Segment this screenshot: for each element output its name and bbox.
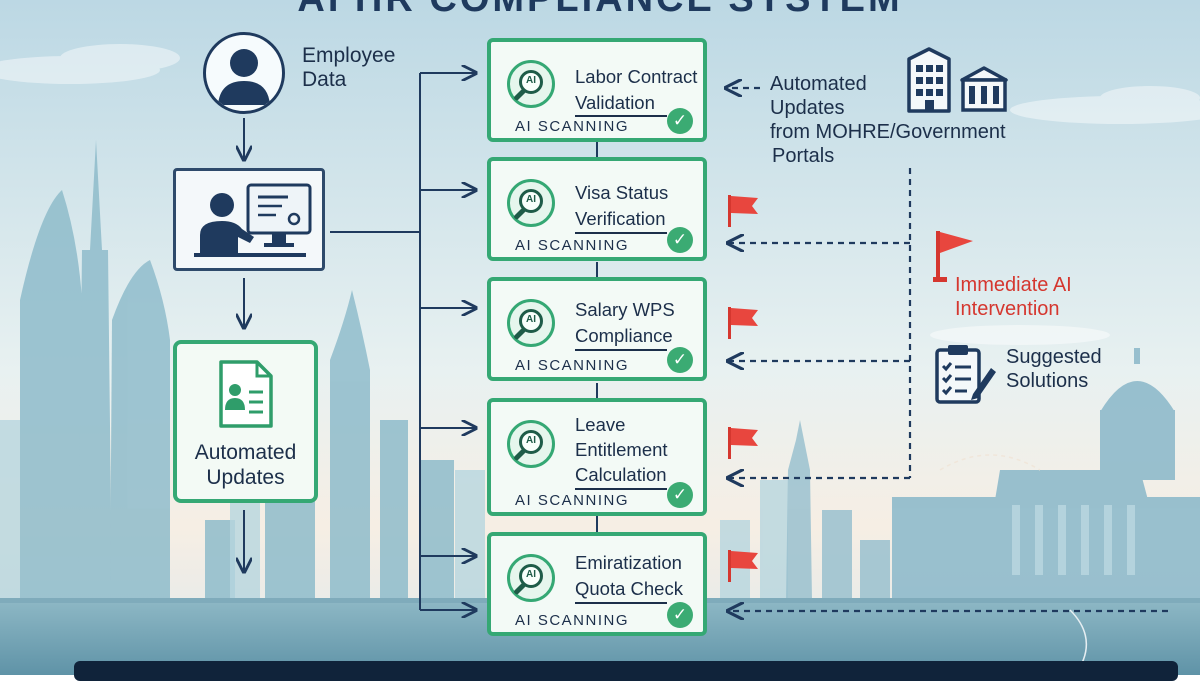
title-underline: [575, 602, 667, 604]
check-title-line3: Calculation: [575, 464, 667, 485]
check-title-line2: Quota Check: [575, 578, 683, 599]
check-card-title: Leave Entitlement Calculation: [575, 412, 707, 487]
checkmark-icon: ✓: [667, 227, 693, 253]
government-building-icon: [960, 66, 1008, 112]
check-title-line1: Leave: [575, 414, 626, 435]
ai-scan-icon: AI: [507, 554, 555, 602]
ai-scan-icon: AI: [507, 179, 555, 227]
check-title-line2: Compliance: [575, 325, 673, 346]
ai-scanning-label: AI SCANNING: [515, 237, 630, 254]
check-card-title: Emiratization Quota Check: [575, 550, 707, 602]
automated-updates-label: Automated Updates: [177, 440, 314, 490]
check-card-title: Salary WPS Compliance: [575, 297, 707, 349]
title-underline: [575, 488, 667, 490]
red-flag-icon: [728, 427, 758, 459]
ai-scanning-label: AI SCANNING: [515, 492, 630, 509]
title-underline: [575, 115, 667, 117]
employee-at-computer-icon: [173, 168, 325, 271]
check-title-line2: Verification: [575, 208, 666, 229]
check-card-title: Labor Contract Validation: [575, 64, 707, 116]
employee-data-label: Employee Data: [302, 44, 395, 92]
solutions-line1: Suggested: [1006, 346, 1102, 368]
check-card-labor-contract[interactable]: AI Labor Contract Validation AI SCANNING…: [487, 38, 707, 142]
solutions-line2: Solutions: [1006, 370, 1089, 392]
red-flag-icon: [728, 195, 758, 227]
solutions-label: Suggested Solutions: [1006, 345, 1102, 393]
check-title-line1: Labor Contract: [575, 66, 698, 87]
bottom-banner: [74, 661, 1178, 681]
intervention-flag-icon: [933, 231, 973, 282]
ai-scan-icon: AI: [507, 420, 555, 468]
person-icon: [203, 32, 285, 114]
automated-updates-box: Automated Updates: [173, 340, 318, 503]
automated-updates-line2: Updates: [206, 466, 285, 489]
checkmark-icon: ✓: [667, 347, 693, 373]
check-title-line1: Visa Status: [575, 182, 669, 203]
check-card-emiratization[interactable]: AI Emiratization Quota Check AI SCANNING…: [487, 532, 707, 636]
check-card-visa-status[interactable]: AI Visa Status Verification AI SCANNING …: [487, 157, 707, 261]
ai-scanning-label: AI SCANNING: [515, 612, 630, 629]
red-flag-icon: [728, 550, 758, 582]
check-title-line2: Validation: [575, 92, 655, 113]
check-title-line1: Salary WPS: [575, 299, 675, 320]
gov-updates-line1: Automated: [770, 73, 867, 95]
gov-updates-line4: Portals: [772, 145, 835, 167]
checkmark-icon: ✓: [667, 602, 693, 628]
title-underline: [575, 349, 667, 351]
check-card-salary-wps[interactable]: AI Salary WPS Compliance AI SCANNING ✓: [487, 277, 707, 381]
ai-scan-icon: AI: [507, 299, 555, 347]
intervention-line1: Immediate AI: [955, 274, 1072, 296]
employee-label-line1: Employee: [302, 44, 396, 67]
gov-updates-label: Automated Updates from MOHRE/Government …: [770, 72, 1006, 168]
ai-scanning-label: AI SCANNING: [515, 357, 630, 374]
automated-updates-line1: Automated: [194, 441, 297, 464]
employee-label-line2: Data: [302, 68, 347, 91]
check-card-leave-entitlement[interactable]: AI Leave Entitlement Calculation AI SCAN…: [487, 398, 707, 516]
red-flag-icon: [728, 307, 758, 339]
office-building-icon: [907, 47, 951, 113]
title-underline: [575, 232, 667, 234]
document-icon: [219, 360, 273, 428]
gov-updates-line3: from MOHRE/Government: [770, 121, 1006, 143]
clipboard-checklist-icon: [935, 345, 996, 404]
checkmark-icon: ✓: [667, 108, 693, 134]
check-title-line1: Emiratization: [575, 552, 682, 573]
check-title-line2: Entitlement: [575, 439, 668, 460]
intervention-label: Immediate AI Intervention: [955, 273, 1072, 321]
checkmark-icon: ✓: [667, 482, 693, 508]
check-card-title: Visa Status Verification: [575, 180, 707, 232]
ai-scanning-label: AI SCANNING: [515, 118, 630, 135]
intervention-line2: Intervention: [955, 298, 1060, 320]
page-title: AI HR COMPLIANCE SYSTEM: [0, 0, 1200, 21]
ai-scan-icon: AI: [507, 60, 555, 108]
gov-updates-line2: Updates: [770, 97, 845, 119]
